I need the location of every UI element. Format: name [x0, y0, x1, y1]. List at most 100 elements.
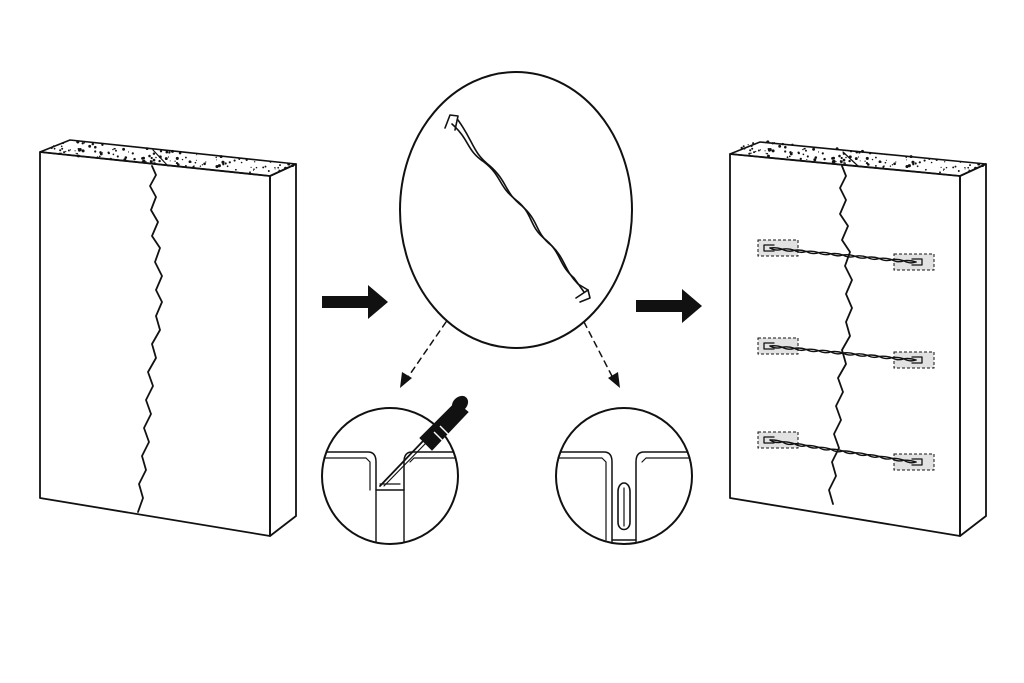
- texture-dot: [145, 147, 149, 151]
- texture-dot: [859, 160, 861, 162]
- texture-dot: [752, 142, 755, 145]
- texture-dot: [740, 146, 743, 150]
- texture-dot: [893, 162, 896, 166]
- texture-dot: [127, 151, 130, 153]
- texture-dot: [969, 164, 971, 167]
- texture-dot: [835, 161, 837, 163]
- texture-dot: [832, 156, 835, 160]
- texture-dot: [942, 169, 945, 171]
- texture-dot: [878, 160, 882, 164]
- bar-strand: [769, 345, 917, 361]
- texture-dot: [802, 148, 804, 151]
- texture-dot: [968, 169, 970, 172]
- texture-dot: [939, 171, 941, 174]
- texture-dot: [945, 166, 948, 169]
- texture-dot: [124, 156, 128, 159]
- texture-dot: [814, 156, 818, 159]
- texture-dot: [764, 150, 766, 152]
- texture-dot: [122, 147, 126, 151]
- texture-dot: [940, 166, 942, 168]
- texture-dot: [245, 158, 248, 161]
- texture-dot: [196, 154, 198, 156]
- texture-dot: [906, 159, 908, 161]
- texture-dot: [778, 144, 782, 148]
- texture-dot: [116, 159, 118, 161]
- texture-dot: [61, 147, 64, 150]
- dashed-arrow-left-head: [400, 372, 412, 388]
- dashed-arrow-right-line: [583, 321, 615, 381]
- texture-dot: [112, 153, 115, 156]
- texture-dot: [190, 161, 192, 163]
- texture-dot: [184, 156, 187, 159]
- texture-dot: [885, 159, 887, 161]
- texture-dot: [159, 150, 163, 153]
- texture-dot: [254, 161, 256, 163]
- texture-dot: [101, 152, 103, 154]
- texture-dot: [954, 165, 957, 168]
- texture-dot: [278, 169, 280, 172]
- texture-dot: [895, 161, 897, 163]
- texture-dot: [964, 166, 966, 169]
- texture-dot: [930, 161, 933, 164]
- texture-dot: [76, 152, 79, 155]
- texture-dot: [131, 152, 134, 155]
- bar-end-left: [763, 436, 775, 444]
- texture-dot: [750, 145, 753, 148]
- texture-dot: [285, 167, 287, 169]
- texture-dot: [907, 164, 911, 168]
- texture-dot: [952, 166, 955, 169]
- texture-dot: [865, 156, 869, 160]
- texture-dot: [141, 160, 145, 164]
- texture-dot: [250, 166, 252, 168]
- texture-dot: [158, 159, 161, 163]
- texture-dot: [914, 162, 917, 165]
- texture-dot: [766, 140, 770, 144]
- texture-dot: [57, 144, 59, 146]
- texture-dot: [116, 155, 119, 158]
- texture-dot: [91, 142, 95, 146]
- helical-bar-detail-circle: [399, 71, 633, 349]
- texture-dot: [858, 151, 861, 154]
- texture-dot: [845, 156, 847, 159]
- bar-strand: [769, 247, 917, 263]
- texture-dot: [883, 165, 885, 167]
- texture-dot: [918, 161, 921, 164]
- texture-dot: [748, 152, 751, 155]
- texture-dot: [747, 144, 749, 146]
- bar-end-right: [911, 258, 923, 266]
- texture-dot: [967, 166, 970, 169]
- texture-dot: [891, 164, 894, 166]
- texture-dot: [773, 142, 776, 144]
- texture-dot: [277, 166, 280, 169]
- texture-dot: [813, 158, 817, 162]
- step-arrow-2: [636, 289, 702, 323]
- texture-dot: [53, 147, 56, 150]
- texture-dot: [267, 170, 270, 172]
- texture-dot: [821, 152, 824, 155]
- texture-dot: [959, 160, 962, 163]
- wall-left-top-face: [39, 139, 297, 177]
- cut-slot-detail: [321, 395, 469, 545]
- stitch-bar-icon: [617, 482, 631, 531]
- texture-dot: [255, 166, 258, 169]
- texture-dot: [193, 165, 195, 167]
- texture-dot: [928, 158, 931, 160]
- texture-dot: [767, 148, 771, 152]
- texture-dot: [63, 151, 66, 154]
- texture-dot: [279, 164, 281, 167]
- texture-dot: [58, 152, 61, 155]
- bar-end-right: [911, 458, 923, 466]
- texture-dot: [864, 160, 866, 162]
- wall-right-top-face: [729, 141, 987, 177]
- texture-dot: [874, 156, 877, 159]
- texture-dot: [923, 159, 926, 162]
- bar-in-slot-detail: [555, 407, 693, 545]
- texture-dot: [219, 155, 223, 159]
- texture-dot: [886, 154, 888, 156]
- texture-dot: [148, 154, 151, 158]
- texture-dot: [806, 159, 808, 161]
- texture-dot: [868, 151, 872, 155]
- texture-dot: [62, 142, 65, 145]
- texture-dot: [905, 156, 907, 159]
